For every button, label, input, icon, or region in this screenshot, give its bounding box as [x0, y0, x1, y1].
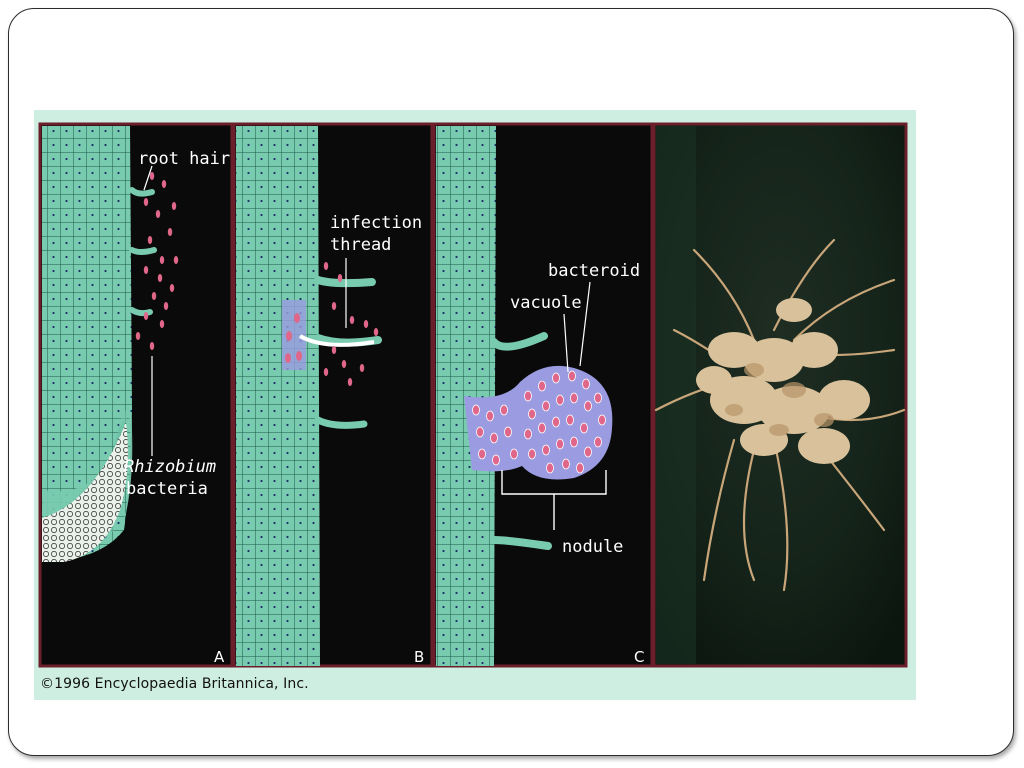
label-infection: infection	[330, 213, 422, 233]
root-nodule-photo	[652, 122, 908, 668]
panel-b-letter: B	[414, 648, 424, 666]
label-nodule: nodule	[562, 537, 623, 557]
panel-c-letter: C	[634, 648, 644, 666]
panel-c: bacteroid vacuole nodule C	[432, 122, 654, 668]
panel-b: infection thread B	[232, 122, 434, 668]
nodule-formation-figure: root hair Rhizobium bacteria A infection…	[34, 110, 916, 700]
label-bacteria: bacteria	[126, 479, 208, 499]
copyright-notice: ©1996 Encyclopaedia Britannica, Inc.	[40, 676, 309, 692]
label-thread: thread	[330, 235, 391, 255]
panel-a: root hair Rhizobium bacteria A	[38, 122, 234, 668]
label-bacteroid: bacteroid	[548, 261, 640, 281]
label-root-hair: root hair	[138, 149, 230, 169]
label-vacuole: vacuole	[510, 293, 582, 313]
panel-a-letter: A	[214, 648, 225, 666]
label-rhizobium: Rhizobium	[124, 457, 216, 477]
